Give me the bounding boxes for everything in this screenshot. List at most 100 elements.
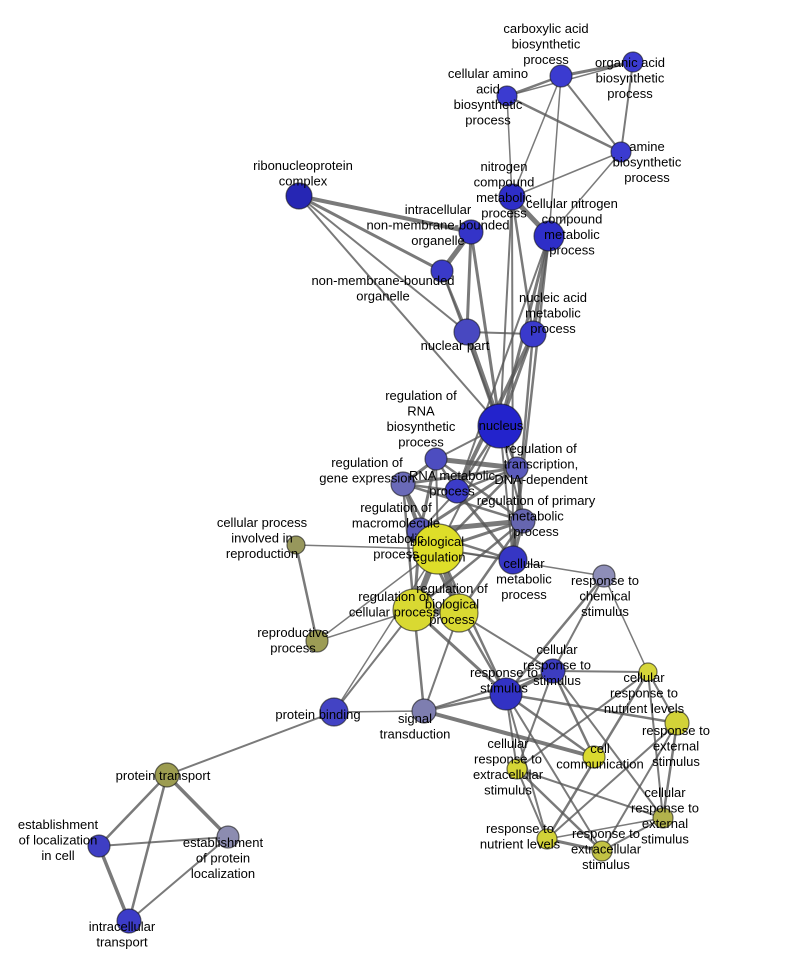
node-ab[interactable] <box>610 141 632 163</box>
node-elc[interactable] <box>87 834 111 858</box>
edge-crs--st <box>423 670 554 712</box>
node-label-rmp: RNA metabolic <box>409 468 495 483</box>
node-br[interactable] <box>412 523 464 575</box>
node-label-caa: cellular amino <box>448 66 528 81</box>
node-rge[interactable] <box>390 471 416 497</box>
node-label-it: intracellular <box>89 919 156 934</box>
node-st[interactable] <box>411 698 437 724</box>
node-rcp[interactable] <box>392 588 436 632</box>
node-nuc[interactable] <box>477 403 523 449</box>
edge-rpm--rcp <box>412 519 525 612</box>
node-nam[interactable] <box>519 320 547 348</box>
node-pb[interactable] <box>319 697 349 727</box>
node-res[interactable] <box>664 710 690 736</box>
node-label-rcp: regulation of <box>358 589 430 604</box>
node-label-rpm: regulation of primary <box>477 493 596 508</box>
edge-cres--crexs <box>516 768 664 819</box>
node-label-cmp: process <box>501 587 547 602</box>
edge-ca--cnc <box>548 75 562 237</box>
node-rmp[interactable] <box>444 478 470 504</box>
node-label-rge: gene expression <box>319 471 414 486</box>
node-label-rtd: regulation of <box>505 441 577 456</box>
node-epl[interactable] <box>216 825 240 849</box>
edge-pt--elc <box>97 773 169 848</box>
edge-ab--cnc <box>548 151 622 237</box>
node-rexs[interactable] <box>591 840 613 862</box>
node-rnp[interactable] <box>285 182 313 210</box>
edge-caa--ab <box>505 94 623 154</box>
node-label-rmm: process <box>373 547 419 562</box>
node-label-rexs: response to <box>572 826 640 841</box>
node-label-caa: process <box>465 113 511 128</box>
edge-rcs--crs <box>552 575 605 672</box>
node-caa[interactable] <box>496 85 518 107</box>
edge-pb--st <box>333 710 425 713</box>
node-label-res: external <box>653 739 699 754</box>
node-pt[interactable] <box>154 762 180 788</box>
edge-pt--it <box>127 773 169 923</box>
node-crnl[interactable] <box>638 662 658 682</box>
node-label-nc: nitrogen <box>481 159 528 174</box>
node-rtd[interactable] <box>505 456 529 480</box>
node-label-crexs: response to <box>631 801 699 816</box>
node-label-res: response to <box>642 723 710 738</box>
edge-crs--crnl <box>552 670 649 673</box>
node-label-crnl: response to <box>610 686 678 701</box>
node-it[interactable] <box>116 908 142 934</box>
node-label-crexs: stimulus <box>641 832 689 847</box>
node-label-rp: reproductive <box>257 625 329 640</box>
node-inmb[interactable] <box>458 219 484 245</box>
edge-crnl--crexs <box>647 671 664 819</box>
edge-rnp--nmb <box>297 194 444 273</box>
node-label-ca: carboxylic acid <box>503 21 588 36</box>
edge-cres--rexs <box>515 767 604 853</box>
edge-ab--nc <box>511 151 622 198</box>
node-label-cres: cellular <box>487 736 529 751</box>
node-cnc[interactable] <box>533 220 565 252</box>
node-ca[interactable] <box>549 64 573 88</box>
node-rnl[interactable] <box>536 828 558 850</box>
node-rs[interactable] <box>489 677 523 711</box>
edge-rge--rpm <box>401 482 525 523</box>
node-label-rnp: complex <box>279 174 328 189</box>
node-rrb[interactable] <box>424 447 448 471</box>
node-cpir[interactable] <box>286 535 306 555</box>
node-label-nc: compound <box>474 175 535 190</box>
node-label-rrb: process <box>398 435 444 450</box>
node-label-cnc: cellular nitrogen <box>526 196 618 211</box>
node-cmp[interactable] <box>498 545 528 575</box>
node-oa[interactable] <box>622 51 644 73</box>
node-rcs[interactable] <box>592 564 616 588</box>
edge-caa--nc <box>506 95 513 198</box>
node-label-epl: establishment <box>183 835 264 850</box>
edge-rcs--crnl <box>603 575 649 673</box>
edge-crs--crexs <box>552 670 664 819</box>
node-crexs[interactable] <box>652 807 674 829</box>
node-nmb[interactable] <box>430 259 454 283</box>
node-label-crs: response to <box>523 658 591 673</box>
node-cres[interactable] <box>506 758 528 780</box>
node-label-res: stimulus <box>652 754 700 769</box>
node-rpm[interactable] <box>510 508 536 534</box>
edge-rnp--inmb <box>297 194 473 234</box>
node-label-rrb: biosynthetic <box>387 419 456 434</box>
node-rp[interactable] <box>305 629 329 653</box>
node-label-epl: of protein <box>196 851 250 866</box>
node-label-elc: of localization <box>19 833 98 848</box>
node-np[interactable] <box>453 318 481 346</box>
node-label-cpir: involved in <box>231 531 292 546</box>
node-label-nmb: non-membrane-bounded <box>311 273 454 288</box>
edge-rs--rexs <box>505 693 603 852</box>
node-label-rcs: chemical <box>579 589 630 604</box>
node-nc[interactable] <box>498 183 526 211</box>
node-label-caa: acid <box>476 82 500 97</box>
edge-rexs--crexs <box>601 817 664 852</box>
node-label-rnl: nutrient levels <box>480 837 561 852</box>
node-crs[interactable] <box>540 658 566 684</box>
node-label-nc: process <box>481 206 527 221</box>
node-label-cc: communication <box>556 757 643 772</box>
node-cc[interactable] <box>582 745 606 769</box>
edge-crnl--cres <box>516 671 649 770</box>
node-rbp[interactable] <box>439 593 479 633</box>
